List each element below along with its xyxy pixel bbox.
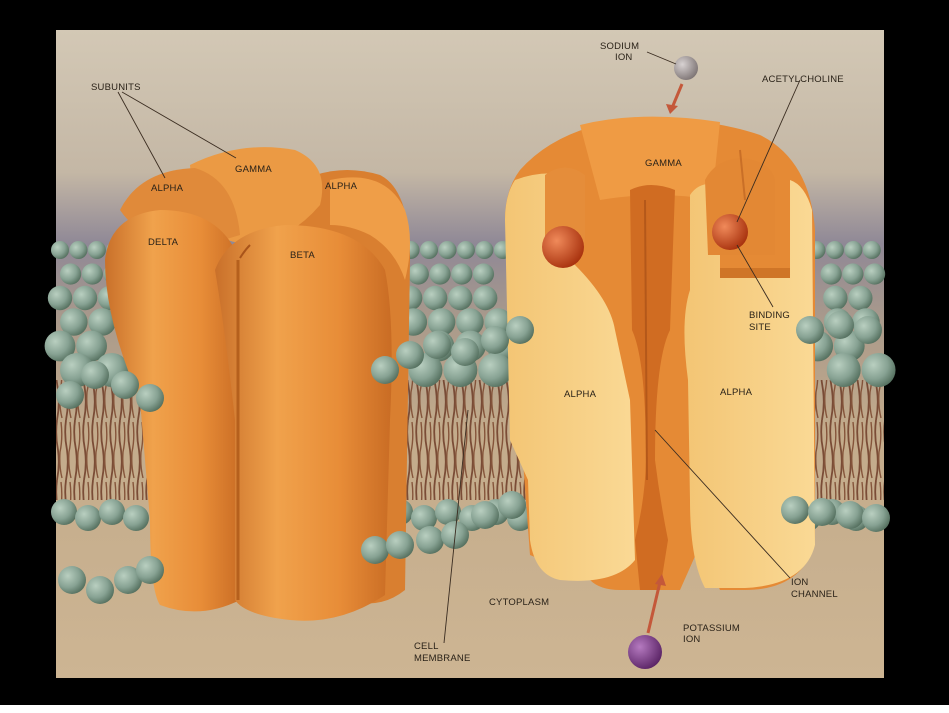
lipid-head xyxy=(457,241,475,259)
label-alpha-right-2: ALPHA xyxy=(720,387,753,398)
lipid-head xyxy=(423,331,451,359)
lipid-head xyxy=(438,241,456,259)
lipid-head xyxy=(475,241,493,259)
lipid-head xyxy=(361,536,389,564)
lipid-head xyxy=(420,241,438,259)
lipid-head xyxy=(473,286,497,310)
lipid-head xyxy=(821,263,842,284)
acetylcholine-molecule-left xyxy=(542,226,584,268)
lipid-head xyxy=(99,499,125,525)
lipid-head xyxy=(781,496,809,524)
lipid-head xyxy=(844,241,862,259)
lipid-head xyxy=(51,241,69,259)
label-potassium-1: POTASSIUM xyxy=(683,623,740,634)
lipid-head xyxy=(864,263,885,284)
label-cell-membrane-1: CELL xyxy=(414,641,439,652)
potassium-ion xyxy=(628,635,662,669)
lipid-head xyxy=(498,491,526,519)
lipid-head xyxy=(58,566,86,594)
lipid-head xyxy=(51,499,77,525)
lipid-head xyxy=(60,263,81,284)
lipid-head xyxy=(82,263,103,284)
lipid-head xyxy=(123,505,149,531)
acetylcholine-molecule-right xyxy=(712,214,748,250)
label-delta: DELTA xyxy=(148,237,179,248)
label-alpha-right-1: ALPHA xyxy=(564,389,597,400)
lipid-head xyxy=(396,341,424,369)
label-cytoplasm: CYTOPLASM xyxy=(489,597,549,608)
lipid-head xyxy=(73,286,97,310)
label-sodium-2: ION xyxy=(615,52,633,63)
lipid-head xyxy=(826,311,854,339)
lipid-head xyxy=(429,263,450,284)
label-gamma-left: GAMMA xyxy=(235,164,272,175)
lipid-head xyxy=(56,381,84,409)
receptor-cutaway xyxy=(505,117,815,590)
label-alpha-left-1: ALPHA xyxy=(151,183,184,194)
lipid-head xyxy=(386,531,414,559)
label-beta: BETA xyxy=(290,250,315,261)
lipid-head xyxy=(451,338,479,366)
lipid-head xyxy=(862,504,890,532)
lipid-head xyxy=(473,263,494,284)
lipid-head xyxy=(371,356,399,384)
lipid-head xyxy=(823,286,847,310)
label-sodium-1: SODIUM xyxy=(600,41,639,52)
lipid-head xyxy=(478,353,512,387)
lipid-head xyxy=(481,326,509,354)
sodium-ion xyxy=(674,56,698,80)
lipid-head xyxy=(471,501,499,529)
label-alpha-left-2: ALPHA xyxy=(325,181,358,192)
label-ion-channel-2: CHANNEL xyxy=(791,589,838,600)
lipid-head xyxy=(75,505,101,531)
white-border xyxy=(0,705,949,713)
lipid-head xyxy=(451,263,472,284)
lipid-head xyxy=(836,501,864,529)
lipid-head xyxy=(808,498,836,526)
lipid-head xyxy=(842,263,863,284)
lipid-head xyxy=(827,353,861,387)
label-ion-channel-1: ION xyxy=(791,577,809,588)
lipid-head xyxy=(136,556,164,584)
lipid-head xyxy=(81,361,109,389)
lipid-head xyxy=(88,241,106,259)
lipid-head xyxy=(863,241,881,259)
label-subunits: SUBUNITS xyxy=(91,82,141,93)
lipid-head xyxy=(826,241,844,259)
lipid-head xyxy=(48,286,72,310)
lipid-head xyxy=(136,384,164,412)
lipid-head xyxy=(506,316,534,344)
label-binding-2: SITE xyxy=(749,322,771,333)
lipid-head xyxy=(408,263,429,284)
label-binding-1: BINDING xyxy=(749,310,790,321)
lipid-head xyxy=(848,286,872,310)
label-gamma-right: GAMMA xyxy=(645,158,682,169)
lipid-head xyxy=(111,371,139,399)
lipid-head xyxy=(69,241,87,259)
lipid-head xyxy=(862,353,896,387)
lipid-head xyxy=(796,316,824,344)
label-potassium-2: ION xyxy=(683,634,701,645)
lipid-head xyxy=(86,576,114,604)
label-cell-membrane-2: MEMBRANE xyxy=(414,653,471,664)
lipid-head xyxy=(854,316,882,344)
label-acetylcholine: ACETYLCHOLINE xyxy=(762,74,844,85)
lipid-head xyxy=(448,286,472,310)
lipid-head xyxy=(423,286,447,310)
lipid-head xyxy=(416,526,444,554)
